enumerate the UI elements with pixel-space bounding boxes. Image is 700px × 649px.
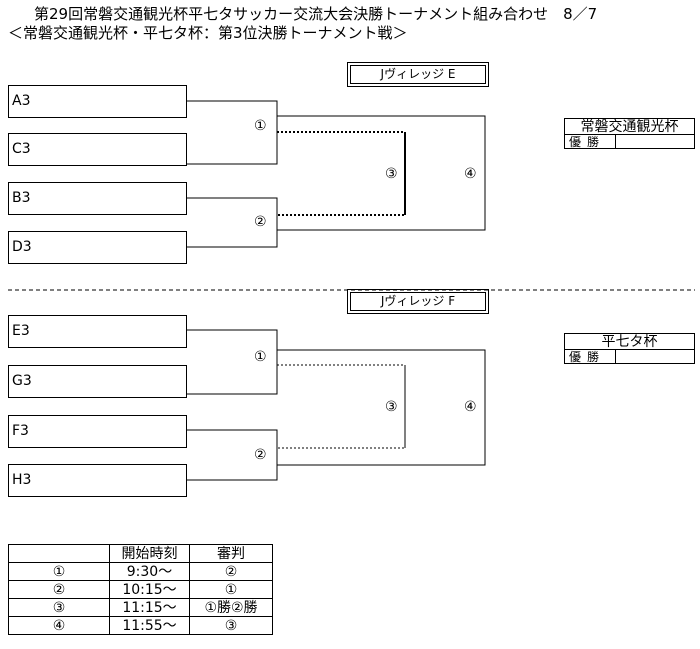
row-match: ③ [8,598,110,617]
table-header-row: 開始時刻 審判 [8,544,273,563]
cup-f-winner-value [615,349,695,364]
table-row: ② 10:15〜 ① [8,580,273,599]
table-row: ① 9:30〜 ② [8,562,273,581]
cup-f-title: 平七タ杯 [564,333,695,350]
table-row: ③ 11:15〜 ①勝②勝 [8,598,273,617]
cup-e-winner-value [615,134,695,149]
team-f3: F3 [8,415,187,448]
row-referee: ①勝②勝 [189,598,273,617]
m1-line [187,329,278,395]
row-referee: ③ [189,616,273,635]
venue-f-label: Jヴィレッジ F [347,289,489,314]
team-e3: E3 [8,315,187,348]
header-match [8,544,110,563]
team-g3: G3 [8,365,187,398]
m4-line [277,115,486,231]
header-start-time: 開始時刻 [109,544,190,563]
header-referee: 審判 [189,544,273,563]
row-start-time: 11:15〜 [109,598,190,617]
match-2-label: ② [254,447,267,463]
match-1-label: ① [254,118,267,134]
venue-e-label: Jヴィレッジ E [347,62,489,87]
row-start-time: 11:55〜 [109,616,190,635]
page-title: 第29回常磐交通観光杯平七タサッカー交流大会決勝トーナメント組み合わせ 8／7 [34,5,598,23]
team-a3: A3 [8,85,187,118]
row-start-time: 9:30〜 [109,562,190,581]
row-match: ② [8,580,110,599]
row-match: ① [8,562,110,581]
table-row: ④ 11:55〜 ③ [8,616,273,635]
m2-line [187,197,278,248]
match-2-label: ② [254,214,267,230]
team-b3: B3 [8,182,187,215]
match-4-label: ④ [464,166,477,182]
match-3-label: ③ [385,399,398,415]
m2-line [187,429,278,481]
row-start-time: 10:15〜 [109,580,190,599]
page-subtitle: ＜常磐交通観光杯・平七タ杯：第3位決勝トーナメント戦＞ [8,24,408,42]
cup-e-title: 常磐交通観光杯 [564,118,695,135]
match-3-label: ③ [385,166,398,182]
m4-line [277,349,486,466]
row-match: ④ [8,616,110,635]
match-1-label: ① [254,349,267,365]
team-h3: H3 [8,464,187,497]
cup-e-winner-label: 優勝 [564,134,616,149]
team-d3: D3 [8,231,187,264]
bracket-f-lines [187,329,486,481]
bracket-e-lines [187,100,486,248]
row-referee: ① [189,580,273,599]
team-c3: C3 [8,133,187,166]
schedule-table: 開始時刻 審判 ① 9:30〜 ② ② 10:15〜 ① ③ 11:15〜 ①勝… [8,544,273,635]
row-referee: ② [189,562,273,581]
match-4-label: ④ [464,399,477,415]
cup-f-winner-label: 優勝 [564,349,616,364]
